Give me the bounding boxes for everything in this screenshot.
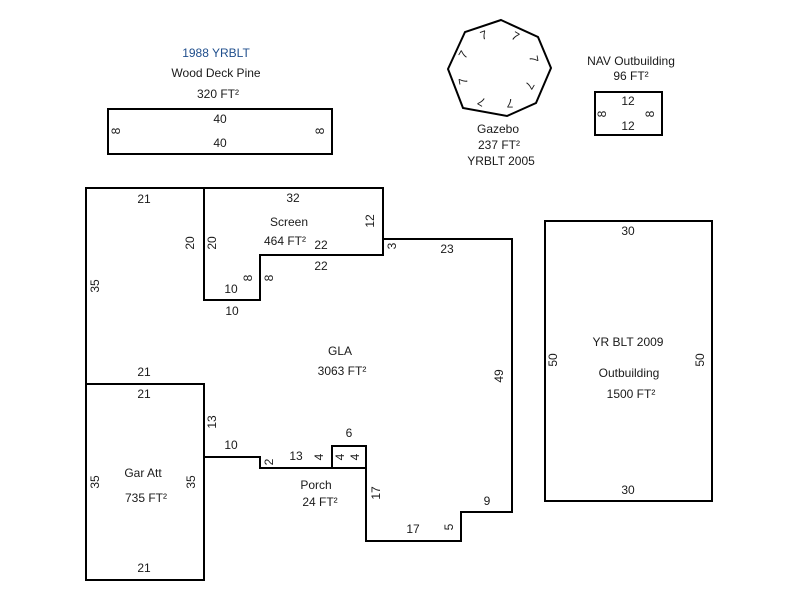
- gazebo-side-7: 7: [456, 76, 471, 85]
- outbuilding-area: 1500 FT²: [607, 387, 656, 401]
- gla-outline-right: [365, 238, 513, 542]
- gla-area: GLA 3063 FT² 21 35 20 10 8 22 3 23 49 9 …: [85, 187, 513, 542]
- gla-outline-bottom-step: [204, 456, 332, 469]
- screen-dim-right: 12: [363, 214, 377, 228]
- screen-outline: [203, 187, 384, 301]
- deck-year-label: 1988 YRBLT: [182, 46, 250, 60]
- gazebo-side-8: 7: [456, 48, 472, 61]
- nav-dim-right: 8: [643, 110, 657, 117]
- screen-area-value: 464 FT²: [264, 234, 306, 248]
- gla-dim-seg-13: 13: [289, 449, 303, 463]
- deck-dim-left: 8: [109, 127, 123, 134]
- nav-outbuilding-area: 96 FT²: [613, 69, 648, 83]
- wood-deck: 1988 YRBLT Wood Deck Pine 320 FT² 40 40 …: [107, 46, 333, 155]
- nav-outbuilding-outline: [594, 91, 663, 136]
- gla-area-value: 3063 FT²: [318, 364, 367, 378]
- deck-area: 320 FT²: [197, 87, 239, 101]
- gla-dim-top-right: 23: [440, 242, 454, 256]
- garage-area: 21 Gar Att 735 FT² 21 35 35: [85, 383, 205, 581]
- gla-dim-bottom-left: 21: [137, 365, 151, 379]
- gazebo-side-6: 7: [475, 94, 488, 110]
- garage-dim-top: 21: [137, 387, 151, 401]
- gla-dim-screen-left: 20: [183, 236, 197, 250]
- gazebo-name: Gazebo: [477, 122, 519, 136]
- porch-dim-left: 4: [333, 453, 347, 460]
- gla-dim-garage-right-13: 13: [205, 415, 219, 429]
- screen-area: 32 Screen 464 FT² 12 20 22 8 10: [203, 187, 384, 301]
- gla-dim-inner-22: 22: [314, 259, 328, 273]
- gazebo-side-5: 7: [506, 96, 513, 110]
- porch-name: Porch: [300, 478, 331, 492]
- garage-name: Gar Att: [124, 466, 162, 480]
- garage-dim-right: 35: [184, 475, 198, 489]
- outbuilding-outline: [544, 220, 713, 502]
- gla-dim-step-5: 5: [442, 523, 456, 530]
- nav-dim-left: 8: [595, 110, 609, 117]
- deck-outline: [107, 108, 333, 155]
- gla-name: GLA: [328, 344, 352, 358]
- outbuilding-dim-top: 30: [621, 224, 635, 238]
- screen-dim-left: 20: [205, 236, 219, 250]
- gazebo-side-4: 7: [522, 79, 538, 92]
- gla-dim-inner-8: 8: [262, 274, 276, 281]
- gazebo-area: 237 FT²: [478, 138, 520, 152]
- nav-dim-bottom: 12: [621, 119, 635, 133]
- gla-dim-step-3: 3: [385, 242, 399, 249]
- screen-dim-inner-8: 8: [241, 274, 255, 281]
- gazebo-side-3: 7: [526, 54, 541, 63]
- screen-dim-top: 32: [286, 191, 300, 205]
- porch-dim-top: 6: [346, 426, 353, 440]
- screen-dim-bottom-10: 10: [224, 282, 238, 296]
- gla-dim-step-9: 9: [484, 494, 491, 508]
- gazebo-side-1: 7: [478, 27, 489, 43]
- screen-dim-inner-22: 22: [314, 238, 328, 252]
- nav-dim-top: 12: [621, 94, 635, 108]
- nav-outbuilding-name: NAV Outbuilding: [587, 54, 675, 68]
- gazebo-outline: [446, 18, 553, 118]
- gla-dim-top-left: 21: [137, 192, 151, 206]
- gazebo: 7 7 7 7 7 7 7 7 Gazebo 237 FT² YRBLT 200…: [446, 18, 553, 168]
- outbuilding-dim-right: 50: [693, 353, 707, 367]
- deck-name: Wood Deck Pine: [171, 66, 260, 80]
- deck-dim-right: 8: [313, 127, 327, 134]
- porch-area-value: 24 FT²: [302, 495, 337, 509]
- gla-dim-seg-10: 10: [224, 438, 238, 452]
- garage-outline: [85, 383, 205, 581]
- gla-dim-left: 35: [88, 279, 102, 293]
- porch-area: 6 4 4 Porch 24 FT²: [300, 426, 367, 509]
- screen-name: Screen: [270, 215, 308, 229]
- gla-outline-left: [85, 187, 204, 384]
- gla-dim-bottom-17: 17: [406, 522, 420, 536]
- outbuilding-dim-left: 50: [546, 353, 560, 367]
- garage-dim-bottom: 21: [137, 561, 151, 575]
- gla-dim-seg-4: 4: [312, 453, 326, 460]
- gla-dim-vert-17: 17: [369, 486, 383, 500]
- outbuilding-year-label: YR BLT 2009: [593, 335, 664, 349]
- garage-area-value: 735 FT²: [125, 491, 167, 505]
- nav-outbuilding: NAV Outbuilding 96 FT² 12 12 8 8: [587, 54, 675, 136]
- outbuilding: 30 30 50 50 YR BLT 2009 Outbuilding 1500…: [544, 220, 713, 502]
- deck-dim-bottom: 40: [213, 136, 227, 150]
- gla-dim-inner-10: 10: [225, 304, 239, 318]
- porch-outline: [331, 445, 367, 469]
- garage-dim-left: 35: [88, 475, 102, 489]
- gazebo-year-label: YRBLT 2005: [467, 154, 535, 168]
- outbuilding-name: Outbuilding: [599, 366, 660, 380]
- gazebo-side-2: 7: [509, 29, 522, 45]
- gla-dim-seg-2: 2: [262, 458, 276, 465]
- gla-dim-right: 49: [492, 369, 506, 383]
- outbuilding-dim-bottom: 30: [621, 483, 635, 497]
- deck-dim-top: 40: [213, 112, 227, 126]
- porch-dim-right: 4: [348, 453, 362, 460]
